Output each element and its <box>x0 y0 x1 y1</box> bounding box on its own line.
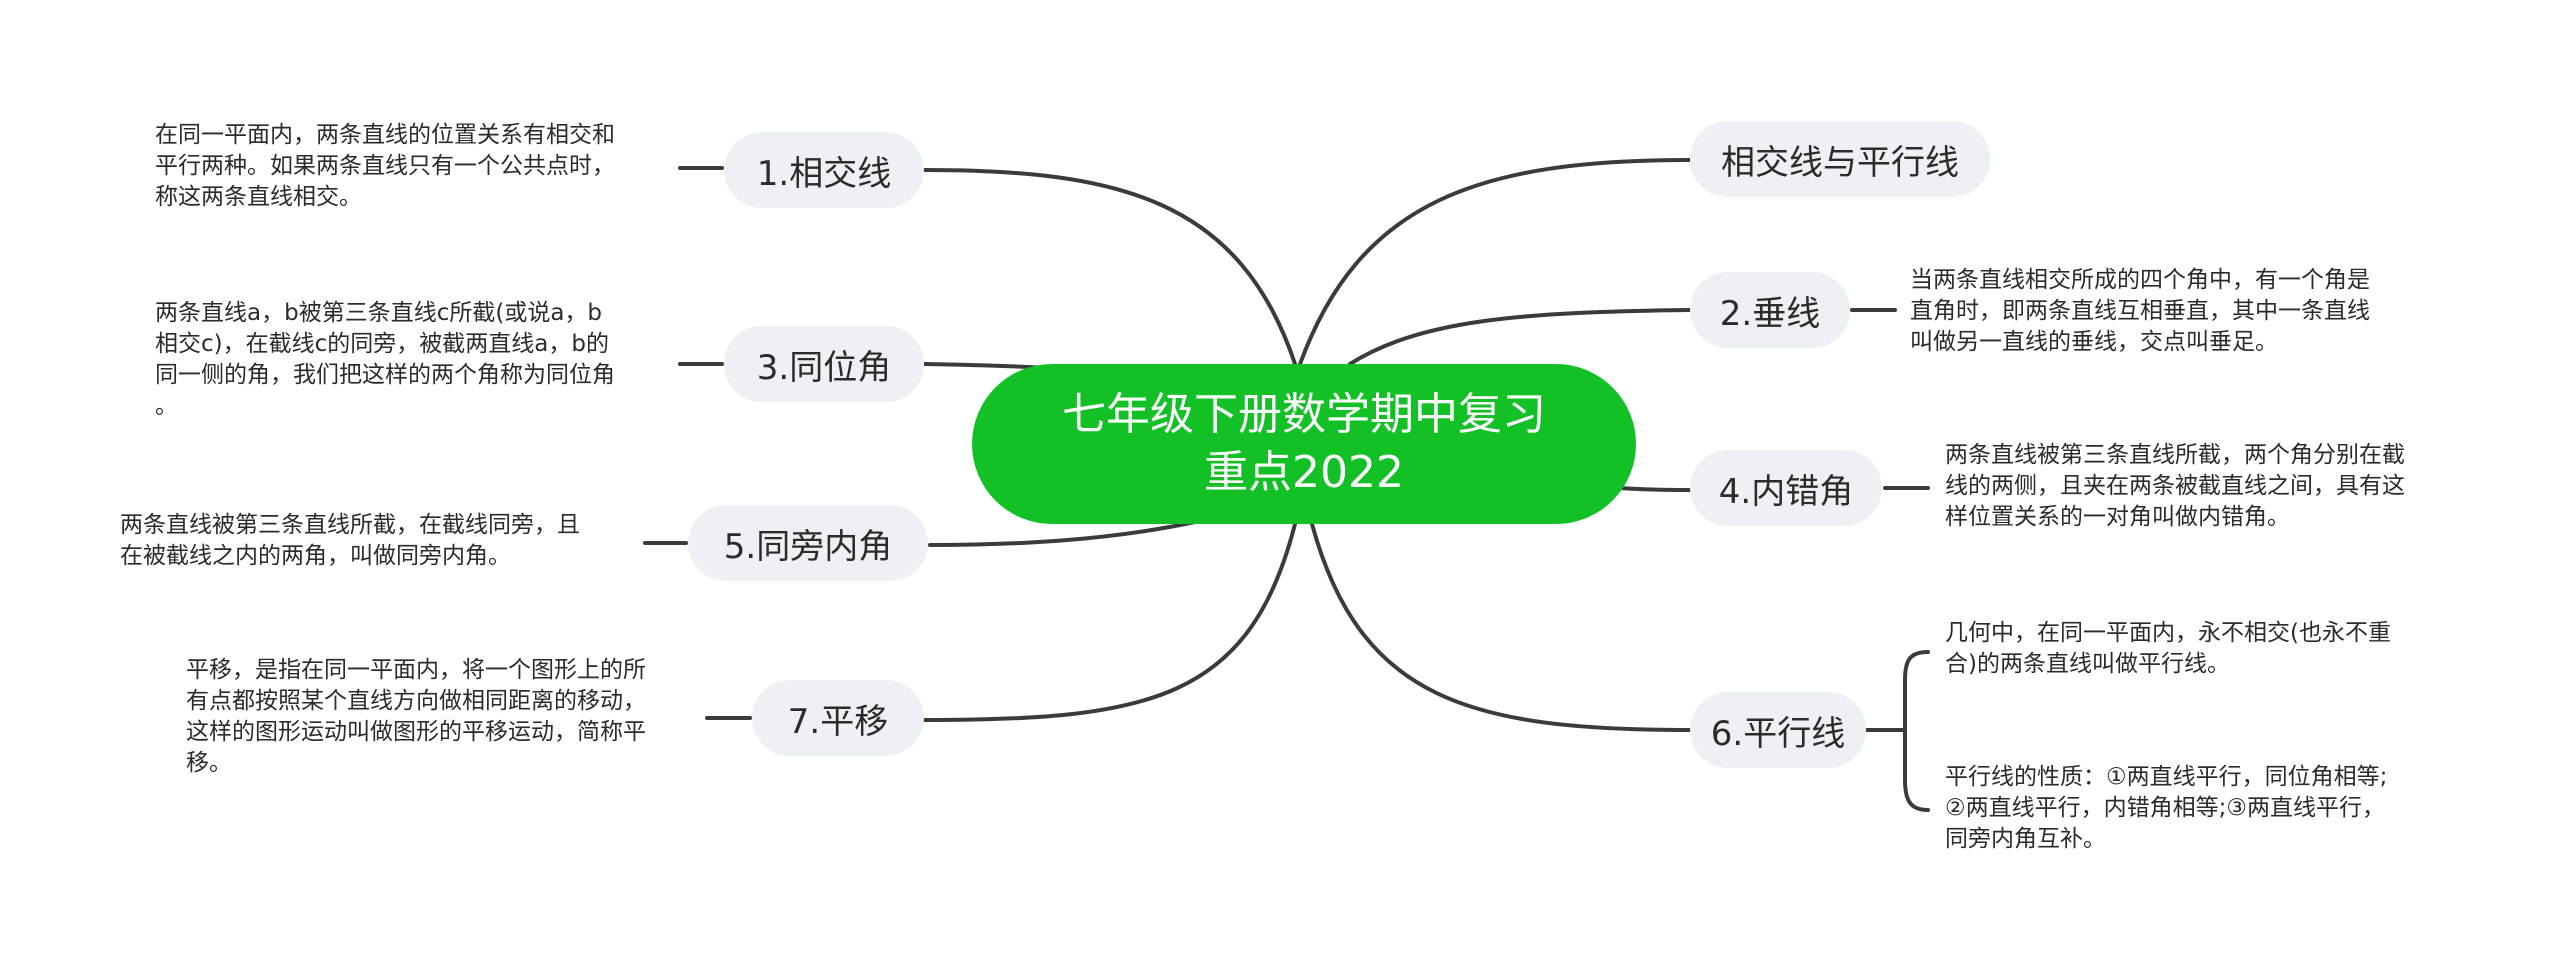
topic-parallel-lines[interactable]: 6.平行线 <box>1690 692 1866 768</box>
topic-label: 6.平行线 <box>1710 713 1846 754</box>
central-topic[interactable]: 七年级下册数学期中复习 重点2022 <box>972 364 1636 524</box>
connector-t4 <box>1618 486 1692 492</box>
topic-intersecting-and-parallel-lines[interactable]: 相交线与平行线 <box>1690 121 1990 197</box>
topic-label: 2.垂线 <box>1719 293 1821 334</box>
topic-label: 1.相交线 <box>756 153 892 194</box>
connector-t1 <box>923 168 1297 366</box>
note-perpendicular-lines: 当两条直线相交所成的四个角中，有一个角是 直角时，即两条直线互相垂直，其中一条直… <box>1910 267 2370 355</box>
topic-label: 7.平移 <box>787 701 889 742</box>
central-title-line1: 七年级下册数学期中复习 <box>1062 389 1546 440</box>
topic-intersecting-lines[interactable]: 1.相交线 <box>724 132 924 208</box>
note-translation: 平移，是指在同一平面内，将一个图形上的所 有点都按照某个直线方向做相同距离的移动… <box>186 657 646 776</box>
connector-t5 <box>928 520 1197 547</box>
note-intersecting-lines: 在同一平面内，两条直线的位置关系有相交和 平行两种。如果两条直线只有一个公共点时… <box>155 122 615 210</box>
connector-t7 <box>923 522 1297 722</box>
note-alternate-interior-angles: 两条直线被第三条直线所截，两个角分别在截 线的两侧，且夹在两条被截直线之间，具有… <box>1945 442 2405 530</box>
central-title-line2: 重点2022 <box>1204 447 1404 498</box>
bracket-t6 <box>1903 650 1930 812</box>
note-same-side-interior-angles: 两条直线被第三条直线所截，在截线同旁，且 在被截线之内的两角，叫做同旁内角。 <box>120 512 580 569</box>
topic-alternate-interior-angles[interactable]: 4.内错角 <box>1690 450 1882 526</box>
topic-perpendicular-lines[interactable]: 2.垂线 <box>1690 272 1850 348</box>
connector-t2 <box>1348 308 1692 366</box>
topic-label: 3.同位角 <box>756 347 892 388</box>
note-parallel-lines-definition: 几何中，在同一平面内，永不相交(也永不重 合)的两条直线叫做平行线。 <box>1945 620 2391 677</box>
connector-t6 <box>1310 522 1692 732</box>
topic-label: 5.同旁内角 <box>723 526 893 567</box>
topic-label: 4.内错角 <box>1718 471 1854 512</box>
topic-same-side-interior-angles[interactable]: 5.同旁内角 <box>688 505 928 581</box>
note-corresponding-angles: 两条直线a，b被第三条直线c所截(或说a，b 相交c)，在截线c的同旁，被截两直… <box>155 300 615 419</box>
note-parallel-lines-properties: 平行线的性质：①两直线平行，同位角相等; ②两直线平行，内错角相等;③两直线平行… <box>1945 764 2388 852</box>
topic-corresponding-angles[interactable]: 3.同位角 <box>724 326 924 402</box>
connector-t0 <box>1298 158 1692 366</box>
topic-label: 相交线与平行线 <box>1721 142 1959 183</box>
topic-translation[interactable]: 7.平移 <box>752 680 924 756</box>
